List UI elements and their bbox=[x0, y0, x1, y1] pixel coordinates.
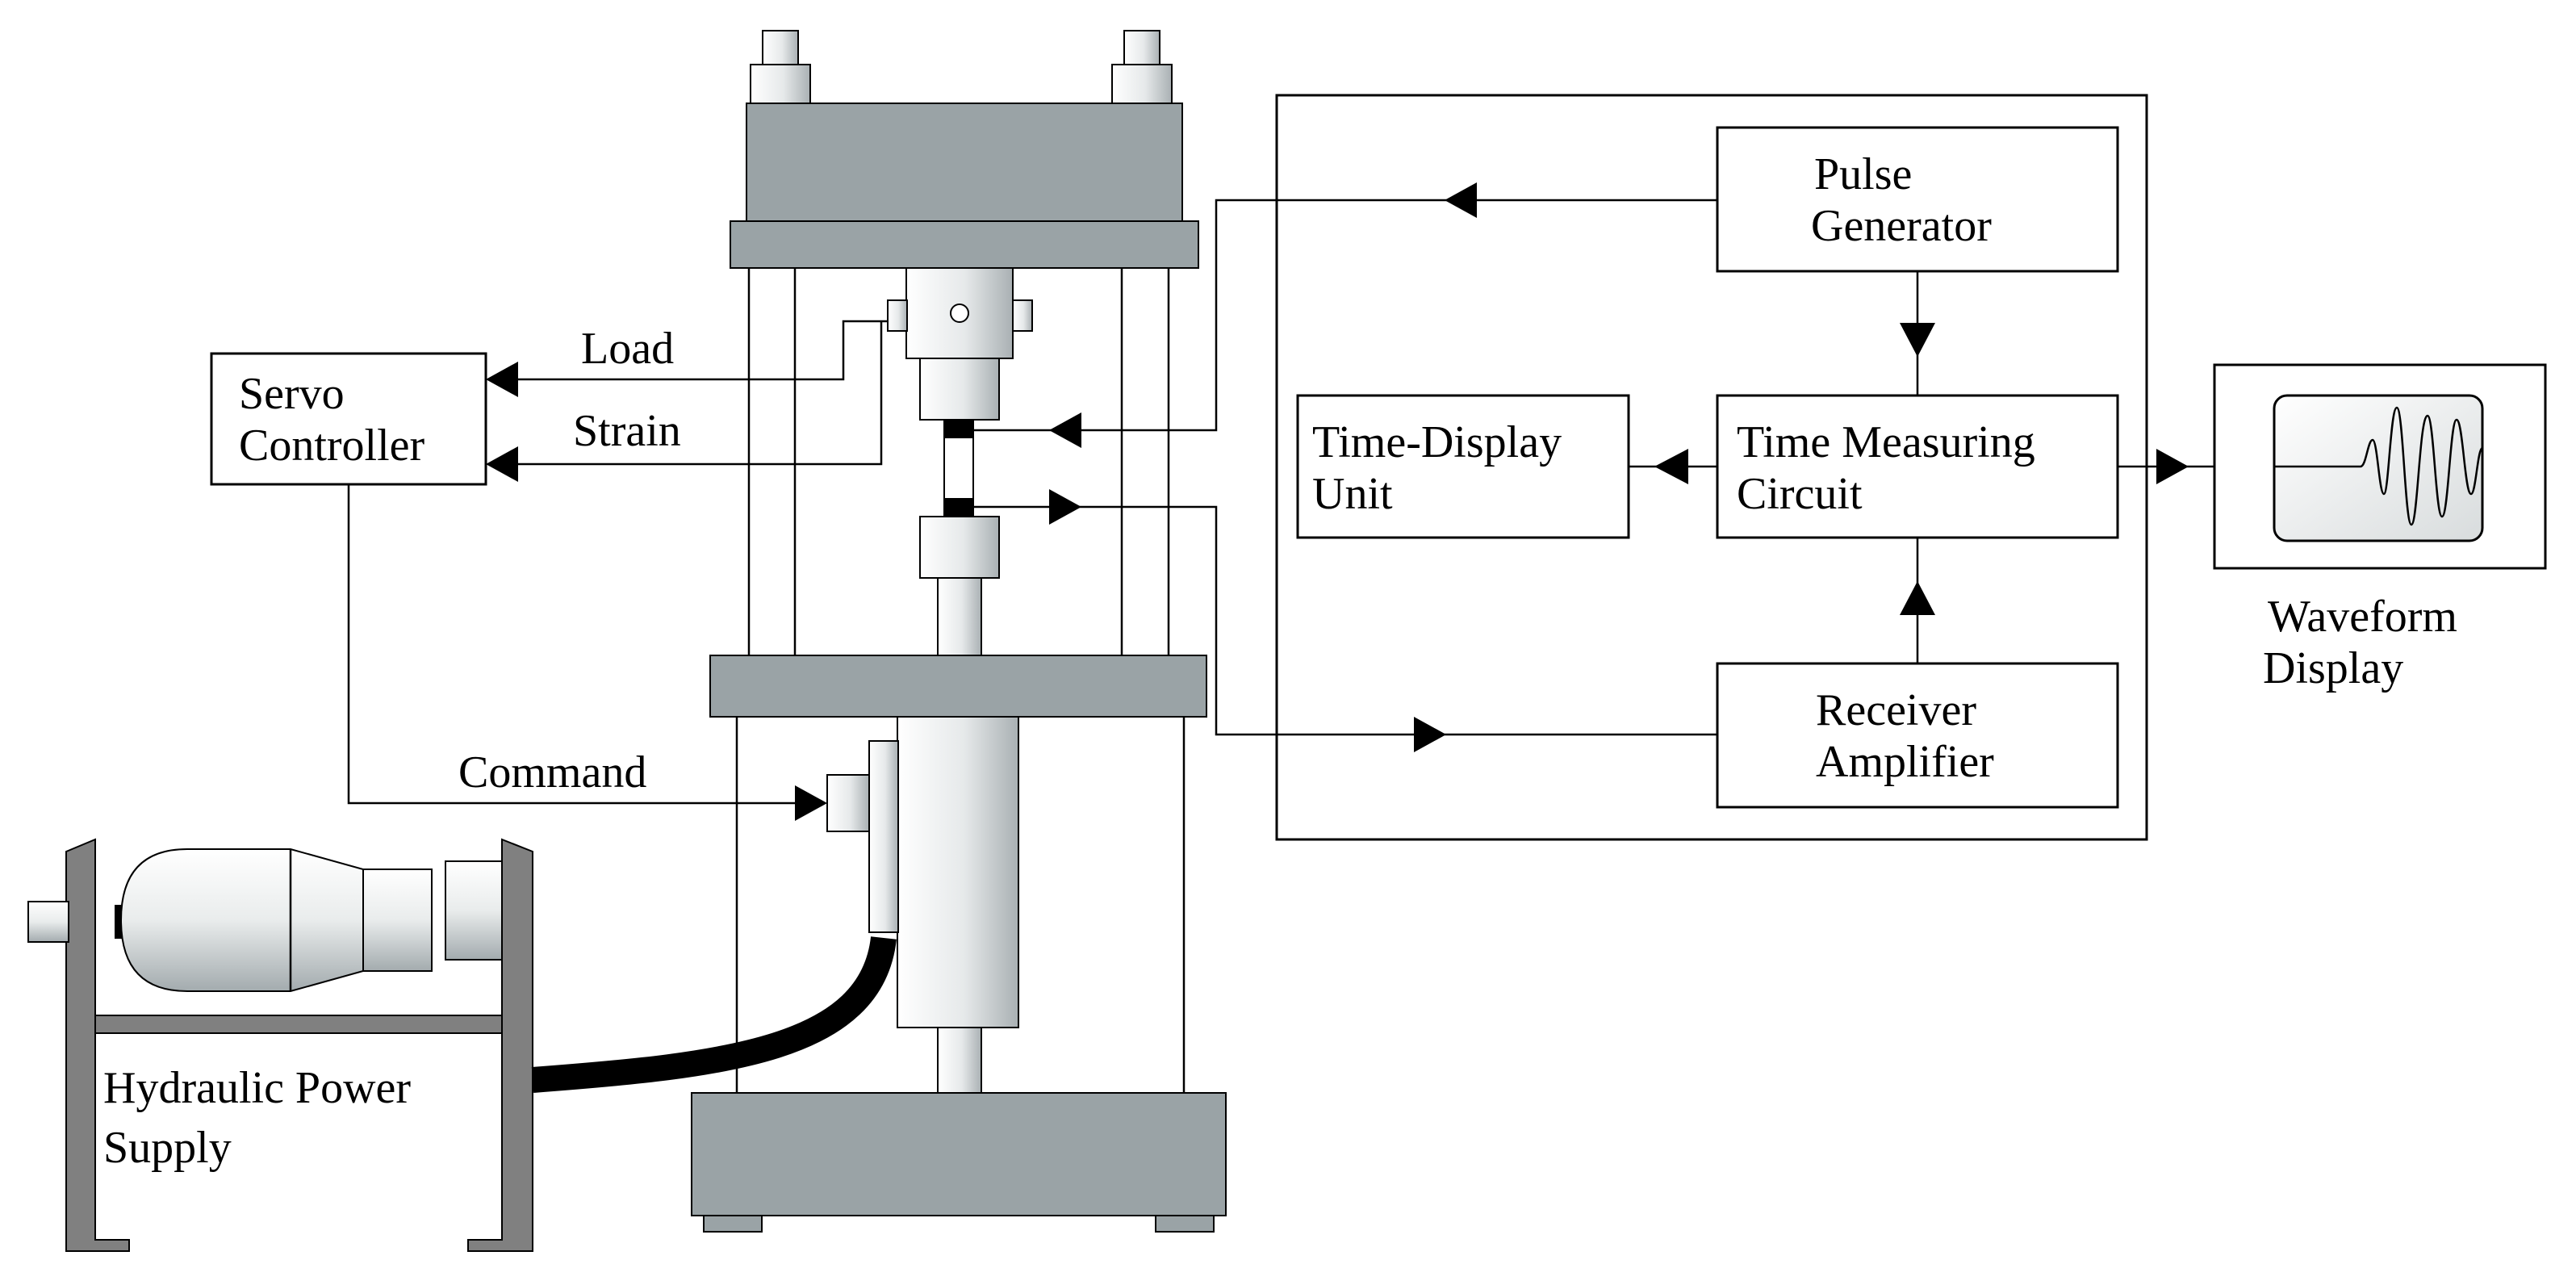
transducer-out-arrow bbox=[1049, 489, 1081, 525]
timer-to-display-arrow bbox=[1654, 449, 1688, 484]
upper-grip bbox=[919, 358, 1000, 421]
pump-end-cap bbox=[445, 860, 503, 961]
transducer-in-arrow bbox=[1049, 412, 1081, 448]
actuator-valve-block bbox=[868, 740, 899, 933]
crosshead-plate bbox=[730, 220, 1199, 269]
load-signal-line bbox=[516, 320, 888, 381]
transducer-to-receiver-line bbox=[973, 505, 1717, 736]
table-plate bbox=[709, 655, 1207, 718]
pulse-generator-box bbox=[1716, 126, 2119, 273]
time-display-unit-box bbox=[1296, 394, 1630, 539]
piston-rod-upper bbox=[937, 577, 982, 656]
receiver-amplifier-label-line1: Receiver bbox=[1816, 685, 1976, 735]
hydraulic-hose bbox=[531, 935, 897, 1093]
load-frame-icon bbox=[691, 30, 1227, 1233]
time-display-unit-label-line1: Time-Display bbox=[1312, 417, 1562, 467]
pulse-to-timer-arrow bbox=[1900, 323, 1935, 357]
receiver-to-timer-arrow bbox=[1900, 581, 1935, 615]
pump-motor-body bbox=[119, 848, 364, 992]
waveform-trace-icon bbox=[2274, 406, 2484, 526]
command-label: Command bbox=[458, 747, 646, 797]
top-nut-left bbox=[762, 30, 799, 70]
hydraulic-pump-icon bbox=[27, 838, 533, 1252]
oscilloscope-icon bbox=[2213, 363, 2547, 570]
lower-grip bbox=[919, 516, 1000, 579]
pump-shaft bbox=[27, 901, 69, 943]
time-measuring-circuit-label-line1: Time Measuring bbox=[1737, 417, 2035, 467]
strain-signal-line bbox=[516, 321, 883, 466]
strain-label: Strain bbox=[573, 406, 681, 456]
time-measuring-circuit-box bbox=[1716, 394, 2119, 539]
pulse-out-arrow bbox=[1445, 182, 1477, 218]
load-cell-hole bbox=[950, 303, 969, 323]
receiver-amplifier-box bbox=[1716, 662, 2119, 809]
waveform-display-label-line1: Waveform bbox=[2268, 592, 2457, 642]
receiver-amplifier-label-line2: Amplifier bbox=[1816, 737, 1994, 787]
frame-base bbox=[691, 1092, 1227, 1216]
servo-controller-label-line2: Controller bbox=[239, 421, 425, 471]
top-nut-left-base bbox=[750, 64, 811, 106]
base-foot-left bbox=[703, 1215, 763, 1233]
specimen bbox=[943, 437, 974, 500]
pulse-generator-label-line1: Pulse bbox=[1814, 149, 1912, 199]
servo-controller-box bbox=[210, 352, 487, 486]
base-foot-right bbox=[1155, 1215, 1215, 1233]
specimen-cap-bottom bbox=[943, 498, 974, 517]
specimen-cap-top bbox=[943, 419, 974, 438]
load-label: Load bbox=[581, 324, 674, 374]
timer-to-scope-arrow bbox=[2156, 449, 2189, 484]
time-measuring-circuit-label-line2: Circuit bbox=[1737, 469, 1863, 519]
pump-frame-left bbox=[65, 838, 130, 1252]
hydraulic-power-supply-label-line1: Hydraulic Power bbox=[103, 1063, 411, 1113]
pump-frame-right bbox=[467, 838, 533, 1252]
servo-controller-label-line1: Servo bbox=[239, 369, 345, 419]
pulse-generator-label-line2: Generator bbox=[1811, 201, 1992, 251]
pump-head bbox=[362, 869, 433, 972]
command-signal-arrow bbox=[795, 785, 827, 821]
receiver-in-arrow bbox=[1414, 717, 1446, 752]
crosshead-block bbox=[746, 103, 1183, 224]
actuator-cylinder bbox=[897, 716, 1019, 1028]
hydraulic-power-supply-label: Hydraulic Power Supply bbox=[103, 1063, 411, 1173]
load-signal-arrow bbox=[486, 362, 518, 397]
load-cell-pin-right bbox=[1012, 299, 1033, 332]
top-nut-right-base bbox=[1111, 64, 1173, 106]
time-display-unit-label-line2: Unit bbox=[1312, 469, 1393, 519]
hydraulic-power-supply-label-line2: Supply bbox=[103, 1123, 232, 1173]
piston-rod-lower bbox=[937, 1027, 982, 1094]
strain-signal-arrow bbox=[486, 446, 518, 482]
pump-shelf bbox=[94, 1015, 503, 1034]
servo-valve bbox=[826, 774, 870, 832]
load-cell-pin-left bbox=[887, 299, 908, 332]
command-signal-line bbox=[347, 484, 795, 805]
waveform-display-label-line2: Display bbox=[2263, 643, 2403, 693]
top-nut-right bbox=[1123, 30, 1160, 70]
